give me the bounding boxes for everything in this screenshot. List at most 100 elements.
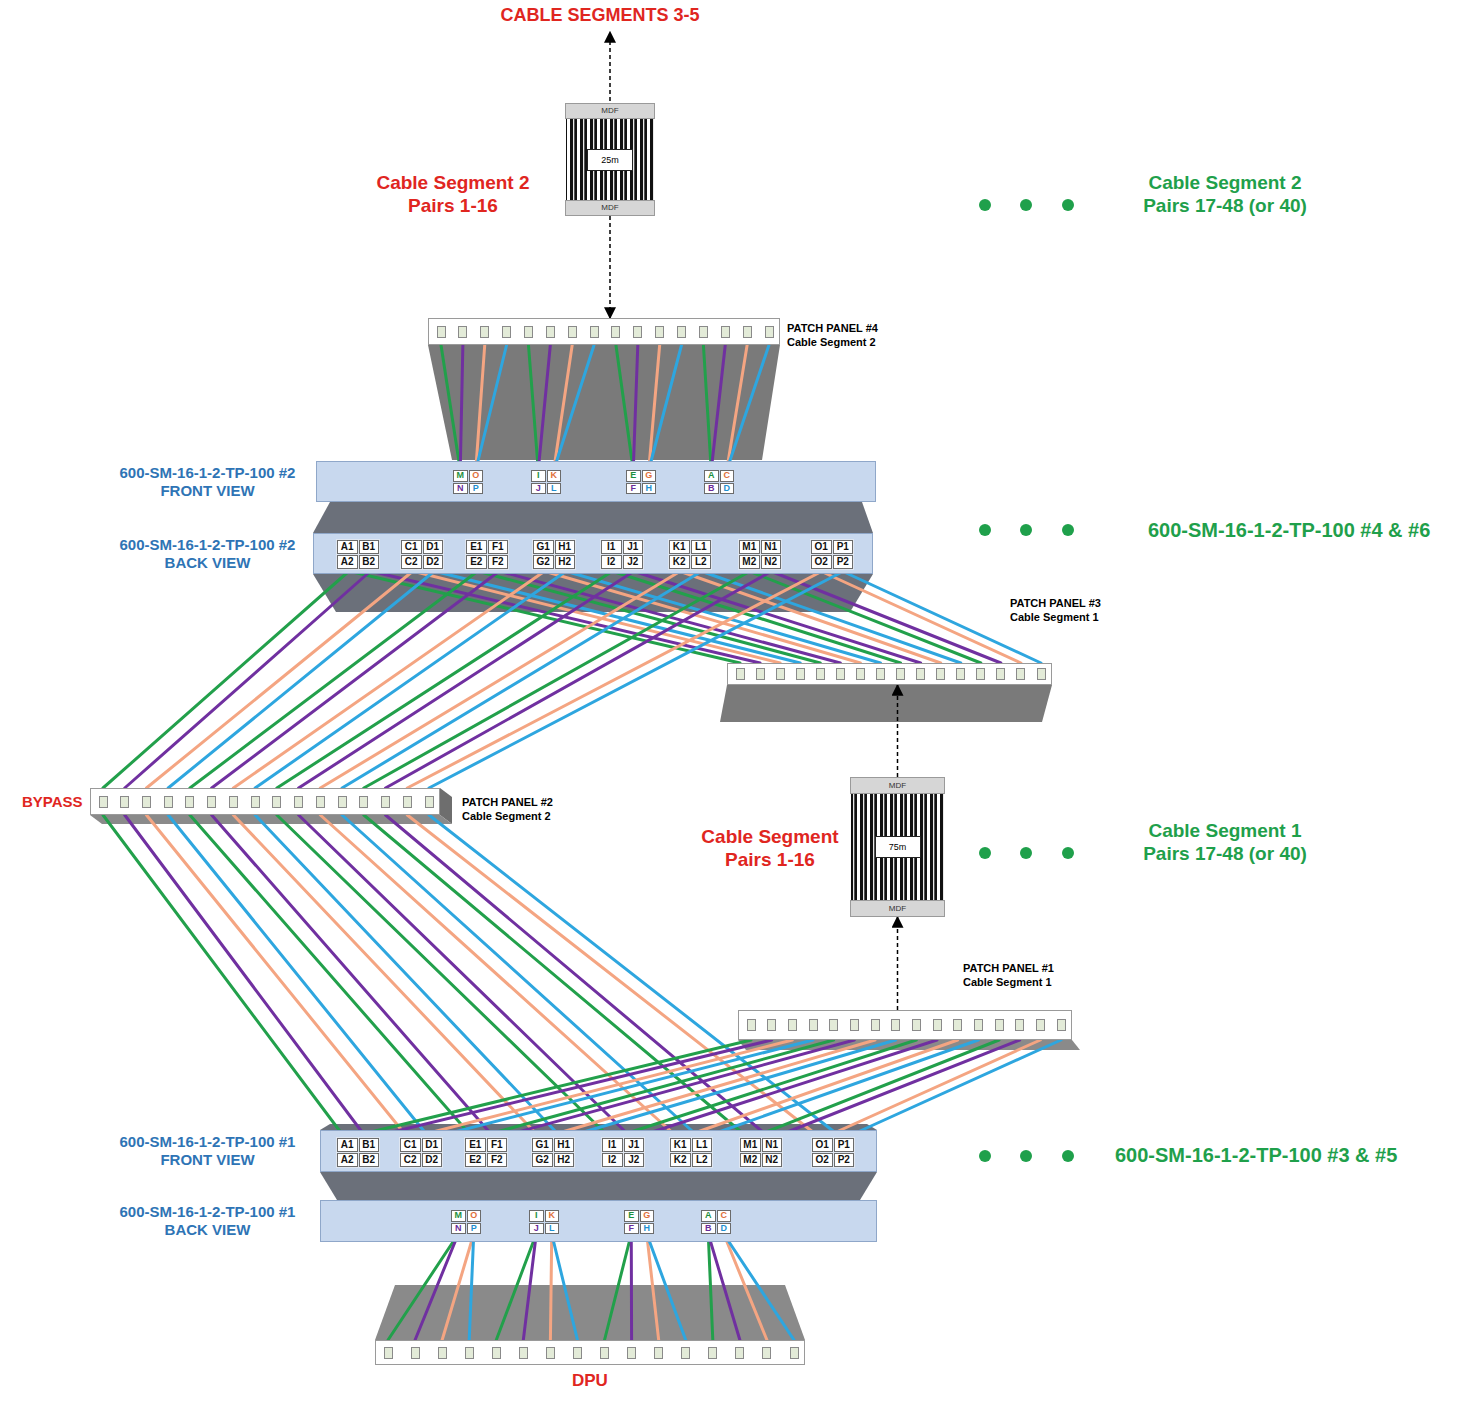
port-label: E1 [465, 1138, 486, 1152]
port [699, 326, 708, 338]
pair-wire [683, 1040, 957, 1137]
patch-panel: PATCH PANEL #1 Cable Segment 1 [738, 1010, 1072, 1040]
pair-wire [299, 815, 631, 1137]
port-label: F2 [487, 1153, 508, 1167]
pair-wire [649, 345, 682, 470]
port [546, 1347, 555, 1359]
port-label: H [642, 483, 657, 495]
port-label: C [720, 470, 735, 482]
port [776, 668, 785, 680]
port-label: F1 [488, 540, 509, 554]
port-label: M [451, 1210, 466, 1222]
port [891, 1019, 900, 1031]
port-label: H2 [555, 555, 576, 569]
port-label: E [624, 1210, 639, 1222]
pair-wire [103, 815, 344, 1137]
port-label: D2 [423, 555, 444, 569]
port-label: M [453, 470, 468, 482]
port [677, 326, 686, 338]
port [756, 668, 765, 680]
pair-wire [711, 345, 725, 470]
port-label: H1 [554, 1138, 575, 1152]
pair-wire [705, 1040, 979, 1137]
port [411, 1347, 420, 1359]
port [465, 1347, 474, 1359]
port-label: A2 [337, 1153, 358, 1167]
port-label: D1 [422, 1138, 443, 1152]
port [480, 326, 489, 338]
pair-wire [441, 345, 460, 470]
port [1015, 1019, 1024, 1031]
port-label: D [717, 1223, 732, 1235]
pair-wire [528, 345, 538, 470]
port-label: M1 [740, 1138, 761, 1152]
port-label: C2 [401, 555, 422, 569]
pair-wire [496, 1234, 536, 1340]
length-label: 75m [875, 836, 921, 858]
port [809, 1019, 818, 1031]
pair-wire [727, 345, 769, 470]
pair-wire [538, 345, 550, 470]
port-group: ACBD [701, 1210, 731, 1234]
port-group: EGFH [626, 470, 656, 494]
cable-link [897, 917, 899, 1010]
splitter-unit: 600-SM-16-1-2-TP-100 #2 BACK VIEWA1B1A2B… [313, 533, 873, 574]
dpu-label: DPU [572, 1371, 608, 1391]
port-label: H1 [555, 540, 576, 554]
port-group: G1H1G2H2 [532, 539, 576, 570]
port [633, 326, 642, 338]
port [721, 326, 730, 338]
port-label: N2 [761, 555, 782, 569]
panel-label: PATCH PANEL #4 Cable Segment 2 [787, 322, 881, 350]
port [767, 1019, 776, 1031]
port-group: C1D1C2D2 [400, 539, 444, 570]
unit-body [320, 1172, 877, 1200]
pair-wire [429, 570, 846, 788]
port [185, 796, 194, 808]
cable-spool: MDF75mMDF [850, 777, 945, 917]
port-label: I2 [601, 555, 622, 569]
splitter-unit: 600-SM-16-1-2-TP-100 #1 BACK VIEWMONPIKJ… [320, 1200, 877, 1242]
port [876, 668, 885, 680]
feed-arrow [609, 32, 611, 101]
port [294, 796, 303, 808]
pair-wire [190, 570, 479, 788]
port-label: E2 [465, 1153, 486, 1167]
patch-panel: PATCH PANEL #3 Cable Segment 1 [727, 663, 1052, 685]
port [790, 1347, 799, 1359]
length-label: 25m [587, 149, 633, 171]
port-label: F [626, 483, 641, 495]
pair-wire [212, 570, 501, 788]
pair-wire [386, 570, 774, 788]
segment-label: Cable Segment Pairs 1-16 [700, 826, 841, 872]
port-label: K2 [670, 1153, 691, 1167]
port [912, 1019, 921, 1031]
port-label: C1 [400, 1138, 421, 1152]
port [856, 668, 865, 680]
pair-wire [442, 1234, 474, 1340]
port-group: MONP [451, 1210, 481, 1234]
port-label: O2 [812, 1153, 833, 1167]
port [956, 668, 965, 680]
pair-wire [429, 815, 841, 1137]
port [438, 1347, 447, 1359]
port [996, 668, 1005, 680]
cable-link [897, 685, 899, 777]
port-label: L [545, 1223, 560, 1235]
segment-label: BYPASS [22, 793, 83, 811]
port-label: D2 [422, 1153, 443, 1167]
port-group: A1B1A2B2 [336, 1137, 380, 1168]
unit-body [313, 502, 873, 533]
dpu-body [375, 1285, 805, 1340]
port [743, 326, 752, 338]
port [736, 668, 745, 680]
port-label: P [467, 1223, 482, 1235]
port-label: A [701, 1210, 716, 1222]
port [871, 1019, 880, 1031]
port-label: H2 [554, 1153, 575, 1167]
port-label: G [642, 470, 657, 482]
port-label: J2 [624, 1153, 645, 1167]
port-label: G1 [532, 1138, 553, 1152]
port-label: I [529, 1210, 544, 1222]
port [492, 1347, 501, 1359]
